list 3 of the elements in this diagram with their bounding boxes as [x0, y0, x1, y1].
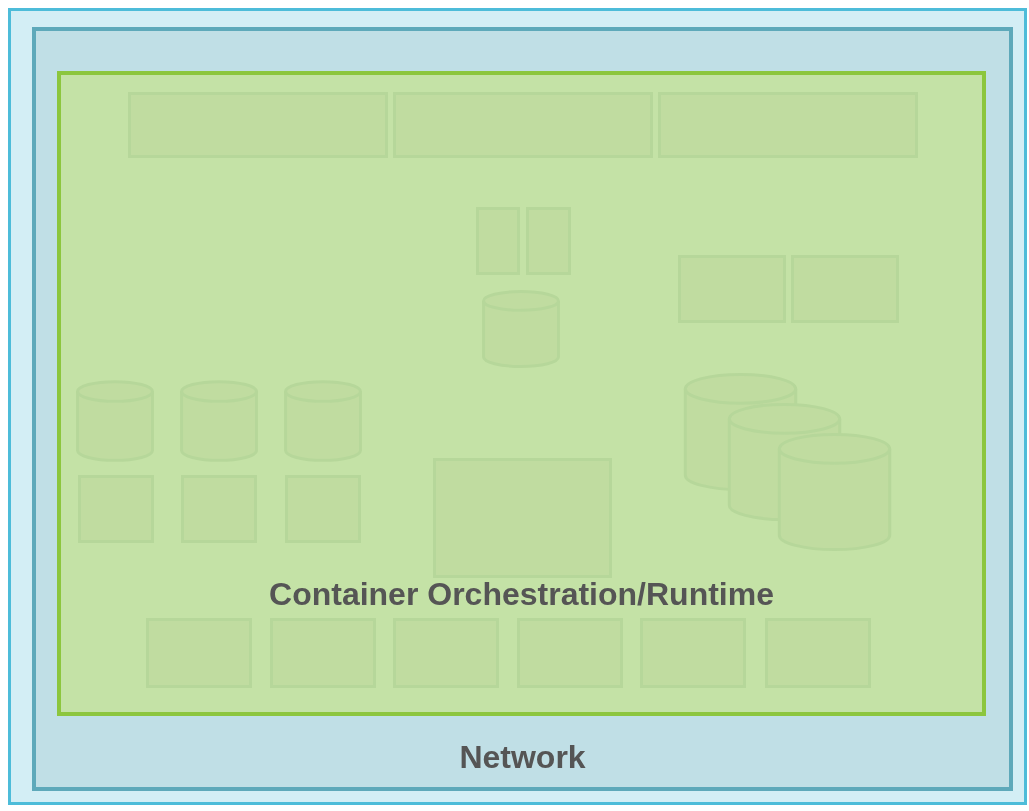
- container-runtime-box: [57, 71, 986, 716]
- layer-label: Container Orchestration/Runtime: [268, 578, 775, 610]
- layer-label: Network: [458, 741, 587, 773]
